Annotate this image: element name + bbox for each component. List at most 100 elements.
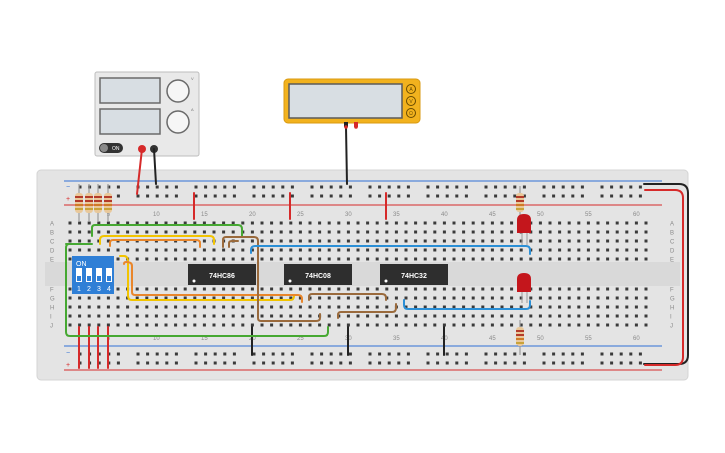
breadboard-hole[interactable] xyxy=(298,221,302,225)
breadboard-hole[interactable] xyxy=(318,230,322,234)
breadboard-hole[interactable] xyxy=(567,305,571,309)
rail-hole[interactable] xyxy=(194,352,198,356)
breadboard-hole[interactable] xyxy=(298,239,302,243)
rail-hole[interactable] xyxy=(561,185,565,189)
breadboard-hole[interactable] xyxy=(548,305,552,309)
breadboard-hole[interactable] xyxy=(145,248,149,252)
breadboard-hole[interactable] xyxy=(490,257,494,261)
breadboard-hole[interactable] xyxy=(337,296,341,300)
breadboard-hole[interactable] xyxy=(346,257,350,261)
breadboard-hole[interactable] xyxy=(337,221,341,225)
rail-hole[interactable] xyxy=(271,361,275,365)
breadboard-hole[interactable] xyxy=(279,230,283,234)
breadboard-hole[interactable] xyxy=(442,323,446,327)
wire-psu-negative[interactable] xyxy=(153,148,157,185)
rail-hole[interactable] xyxy=(387,194,391,198)
ammeter-mode-button[interactable] xyxy=(406,84,416,94)
breadboard-hole[interactable] xyxy=(538,221,542,225)
breadboard-hole[interactable] xyxy=(529,257,533,261)
breadboard-hole[interactable] xyxy=(308,221,312,225)
rail-hole[interactable] xyxy=(213,185,217,189)
rail-hole[interactable] xyxy=(194,361,198,365)
breadboard-hole[interactable] xyxy=(433,230,437,234)
breadboard-hole[interactable] xyxy=(452,257,456,261)
breadboard-hole[interactable] xyxy=(452,296,456,300)
breadboard-hole[interactable] xyxy=(318,221,322,225)
breadboard-hole[interactable] xyxy=(375,323,379,327)
rail-hole[interactable] xyxy=(542,194,546,198)
rail-hole[interactable] xyxy=(387,352,391,356)
rail-hole[interactable] xyxy=(513,361,517,365)
breadboard-hole[interactable] xyxy=(164,221,168,225)
rail-hole[interactable] xyxy=(455,194,459,198)
rail-hole[interactable] xyxy=(445,361,449,365)
breadboard-hole[interactable] xyxy=(634,287,638,291)
rail-hole[interactable] xyxy=(174,185,178,189)
breadboard-hole[interactable] xyxy=(481,230,485,234)
breadboard-hole[interactable] xyxy=(634,248,638,252)
breadboard-hole[interactable] xyxy=(145,230,149,234)
rail-hole[interactable] xyxy=(522,194,526,198)
breadboard-hole[interactable] xyxy=(116,230,120,234)
breadboard-hole[interactable] xyxy=(529,305,533,309)
dip-switch-1[interactable] xyxy=(76,268,82,282)
breadboard-hole[interactable] xyxy=(538,287,542,291)
breadboard-hole[interactable] xyxy=(346,221,350,225)
breadboard-hole[interactable] xyxy=(126,248,130,252)
rail-hole[interactable] xyxy=(252,185,256,189)
breadboard-hole[interactable] xyxy=(471,296,475,300)
breadboard-hole[interactable] xyxy=(289,230,293,234)
breadboard-hole[interactable] xyxy=(606,314,610,318)
breadboard-hole[interactable] xyxy=(634,314,638,318)
breadboard-hole[interactable] xyxy=(615,296,619,300)
rail-hole[interactable] xyxy=(619,361,623,365)
breadboard-hole[interactable] xyxy=(404,239,408,243)
breadboard-hole[interactable] xyxy=(433,221,437,225)
rail-hole[interactable] xyxy=(522,185,526,189)
dip-switch[interactable]: ON 1 2 3 4 xyxy=(72,256,114,294)
breadboard-hole[interactable] xyxy=(500,314,504,318)
breadboard-hole[interactable] xyxy=(135,221,139,225)
rail-hole[interactable] xyxy=(339,185,343,189)
rail-hole[interactable] xyxy=(281,352,285,356)
breadboard-hole[interactable] xyxy=(164,257,168,261)
breadboard-hole[interactable] xyxy=(452,314,456,318)
breadboard-hole[interactable] xyxy=(452,221,456,225)
breadboard-hole[interactable] xyxy=(145,305,149,309)
voltmeter-mode-button[interactable] xyxy=(406,96,416,106)
breadboard-hole[interactable] xyxy=(567,230,571,234)
led-bottom[interactable] xyxy=(517,273,531,303)
breadboard-hole[interactable] xyxy=(231,230,235,234)
breadboard-hole[interactable] xyxy=(154,296,158,300)
rail-hole[interactable] xyxy=(406,361,410,365)
breadboard-hole[interactable] xyxy=(78,248,82,252)
breadboard-hole[interactable] xyxy=(202,248,206,252)
breadboard-hole[interactable] xyxy=(644,230,648,234)
breadboard-hole[interactable] xyxy=(452,248,456,252)
breadboard-hole[interactable] xyxy=(625,323,629,327)
voltage-knob[interactable] xyxy=(166,79,190,103)
breadboard-hole[interactable] xyxy=(154,323,158,327)
breadboard-hole[interactable] xyxy=(193,305,197,309)
rail-hole[interactable] xyxy=(619,194,623,198)
breadboard-hole[interactable] xyxy=(154,221,158,225)
breadboard-hole[interactable] xyxy=(298,230,302,234)
breadboard-hole[interactable] xyxy=(270,221,274,225)
breadboard-hole[interactable] xyxy=(241,323,245,327)
breadboard-hole[interactable] xyxy=(404,296,408,300)
breadboard-hole[interactable] xyxy=(490,305,494,309)
breadboard-hole[interactable] xyxy=(327,230,331,234)
rail-hole[interactable] xyxy=(426,194,430,198)
breadboard-hole[interactable] xyxy=(222,323,226,327)
rail-hole[interactable] xyxy=(213,352,217,356)
wire-orange-top[interactable] xyxy=(109,239,201,248)
rail-hole[interactable] xyxy=(397,352,401,356)
breadboard-hole[interactable] xyxy=(231,257,235,261)
breadboard-hole[interactable] xyxy=(87,239,91,243)
rail-hole[interactable] xyxy=(464,185,468,189)
rail-hole[interactable] xyxy=(610,361,614,365)
breadboard-hole[interactable] xyxy=(462,221,466,225)
rail-hole[interactable] xyxy=(146,352,150,356)
breadboard-hole[interactable] xyxy=(145,287,149,291)
breadboard-hole[interactable] xyxy=(577,305,581,309)
